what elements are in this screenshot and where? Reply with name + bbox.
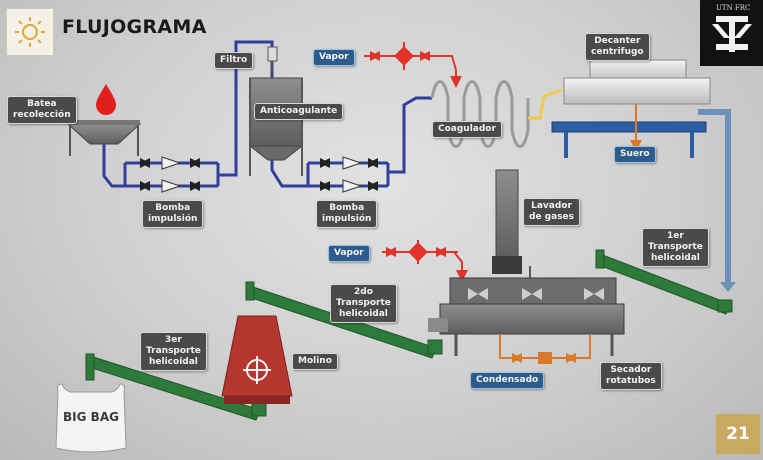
conveyor-3 [85, 353, 267, 421]
label-condensado: Condensado [470, 372, 545, 389]
label-big-bag: BIG BAG [63, 410, 119, 424]
label-vapor-2: Vapor [328, 245, 370, 262]
label-coagulador: Coagulador [432, 121, 502, 138]
crosshair-icon [243, 356, 271, 384]
slide-title: FLUJOGRAMA [62, 16, 207, 38]
big-bag [55, 383, 127, 453]
label-transporte-2: 2do Transporte helicoidal [330, 284, 397, 323]
valve-icon [320, 158, 378, 191]
coagulate-pipe [528, 88, 563, 120]
label-suero: Suero [614, 146, 656, 163]
label-bomba-1: Bomba impulsión [142, 200, 204, 228]
mill [221, 315, 293, 404]
blood-drop-icon [96, 84, 116, 115]
label-lavador: Lavador de gases [523, 198, 581, 226]
label-secador: Secador rotatubos [600, 362, 662, 390]
decanter-centrifuge [551, 59, 711, 158]
label-vapor-1: Vapor [313, 49, 355, 66]
filter-unit [267, 46, 278, 74]
label-batea: Batea recolección [7, 96, 77, 124]
label-transporte-1: 1er Transporte helicoidal [642, 228, 709, 267]
solids-chute [698, 109, 731, 284]
page-number: 21 [716, 414, 760, 454]
pump-icon [342, 156, 363, 193]
batea-hopper [66, 120, 142, 156]
condensate-line [499, 334, 591, 364]
utn-logo-text: UTN FRC [716, 4, 751, 12]
lightbulb-icon [6, 8, 54, 56]
label-anticoagulante: Anticoagulante [254, 103, 344, 120]
label-bomba-2: Bomba impulsión [316, 200, 378, 228]
steam-line-2 [382, 240, 468, 282]
label-decanter: Decanter centrifugo [585, 33, 650, 61]
anticoagulant-tank [248, 77, 304, 176]
label-transporte-3: 3er Transporte helicoidal [140, 332, 207, 371]
pump-icon [161, 156, 182, 193]
conveyor-1 [595, 249, 733, 315]
gas-scrubber [492, 169, 531, 282]
label-filtro: Filtro [214, 52, 254, 69]
utn-logo [700, 0, 763, 66]
rotary-dryer [428, 277, 625, 356]
valve-icon [140, 158, 200, 191]
label-molino: Molino [292, 353, 338, 370]
steam-line-1 [364, 42, 462, 88]
